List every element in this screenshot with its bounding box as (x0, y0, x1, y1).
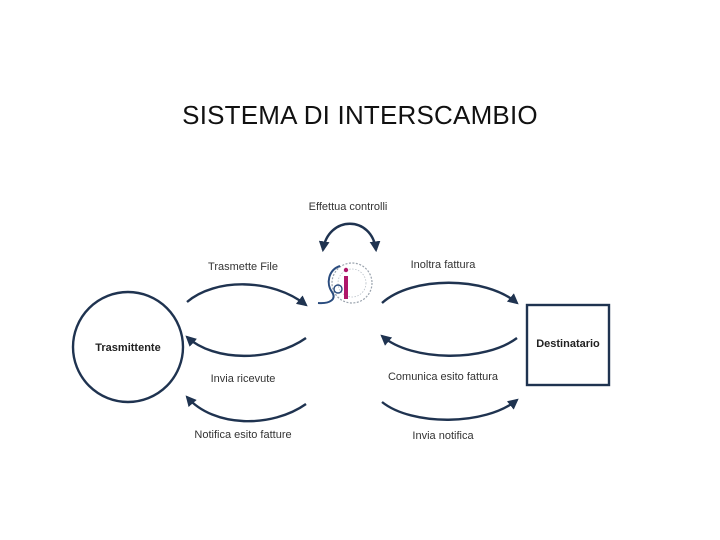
communicate-outcome-label: Comunica esito fattura (388, 371, 499, 383)
sender-label: Trasmittente (95, 342, 160, 354)
checks-arrow (318, 222, 381, 253)
recipient-label: Destinatario (536, 338, 600, 350)
recipient-node (525, 303, 611, 387)
notify-outcome-label: Notifica esito fatture (194, 429, 291, 441)
right-return-arrow-1 (380, 334, 518, 357)
forward-invoice-label: Inoltra fattura (411, 259, 477, 271)
send-receipts-label: Invia ricevute (211, 373, 276, 385)
left-return-arrow-1 (185, 335, 307, 358)
sender-node (71, 290, 185, 404)
sdi-logo-icon (317, 262, 373, 305)
right-forward-arrow-2 (381, 398, 519, 421)
page-title: SISTEMA DI INTERSCAMBIO (182, 100, 538, 130)
send-notification-label: Invia notifica (412, 430, 474, 442)
left-return-arrow-2 (185, 395, 307, 423)
send-file-label: Trasmette File (208, 261, 278, 273)
checks-label: Effettua controlli (309, 201, 388, 213)
forward-invoice-arrow (381, 281, 519, 305)
send-file-arrow (186, 283, 308, 307)
